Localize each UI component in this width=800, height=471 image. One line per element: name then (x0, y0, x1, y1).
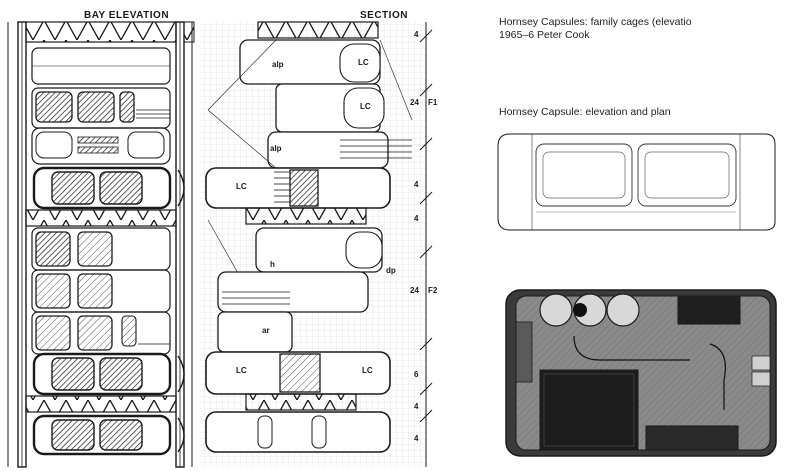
capsule-window-left (535, 143, 633, 207)
section-drawing (200, 21, 433, 467)
capsule-plan-drawing (505, 289, 777, 457)
middle-truss (25, 209, 177, 227)
plan-storage-block (677, 295, 741, 325)
level-prefix-label: 24 (410, 98, 419, 107)
elevation-capsule-8 (32, 352, 172, 396)
section-stair-core-2 (279, 353, 321, 393)
plan-seat-3 (606, 293, 640, 327)
plan-bed-block (539, 369, 639, 451)
section-room-label: LC (236, 182, 247, 191)
caption-family-cages-line-1: Hornsey Capsules: family cages (elevatio (499, 16, 692, 28)
section-room-label: LC (358, 58, 369, 67)
capsule-window-right (637, 143, 737, 207)
section-room-label: alp (272, 60, 284, 69)
section-capsule-dp (217, 271, 369, 313)
lower-truss (25, 395, 177, 413)
bay-elevation-drawing (7, 21, 195, 468)
section-lower-truss (245, 393, 357, 411)
section-capsule-alp-2 (267, 131, 389, 169)
capsule-elevation-drawing (497, 133, 776, 231)
section-capsule-bottom (205, 411, 391, 453)
section-room-label: LC (362, 366, 373, 375)
dimension-label: 6 (414, 370, 419, 379)
level-label-f2: F2 (428, 286, 438, 295)
section-room-label: LC (236, 366, 247, 375)
section-mid-truss (245, 207, 367, 225)
caption-family-cages-line-2: 1965–6 Peter Cook (499, 29, 590, 41)
section-room-label: ar (262, 326, 270, 335)
dimension-label: 4 (414, 402, 419, 411)
dimension-label: 4 (414, 30, 419, 39)
dimension-label: 4 (414, 214, 419, 223)
caption-elevation-and-plan: Hornsey Capsule: elevation and plan (499, 106, 671, 118)
dimension-label: 4 (414, 434, 419, 443)
section-heading: SECTION (360, 10, 408, 21)
elevation-capsule-9 (32, 414, 172, 456)
level-prefix-label: 24 (410, 286, 419, 295)
caption-family-cages: Hornsey Capsules: family cages (elevatio… (499, 16, 692, 42)
dimension-label: 4 (414, 180, 419, 189)
top-truss (25, 21, 177, 43)
elevation-capsule-4 (32, 166, 172, 210)
capsule-elevation-outline (497, 133, 776, 231)
plan-seat-1 (539, 293, 573, 327)
elevation-capsule-3 (31, 127, 171, 165)
section-room-label: h (270, 260, 275, 269)
section-room-label: dp (386, 266, 396, 275)
section-room-label: LC (360, 102, 371, 111)
section-capsule-ar (217, 311, 293, 353)
section-room-label: alp (270, 144, 282, 153)
section-stair-core-1 (289, 169, 319, 207)
level-label-f1: F1 (428, 98, 438, 107)
section-top-truss (257, 21, 379, 39)
bay-elevation-heading: BAY ELEVATION (84, 10, 170, 21)
